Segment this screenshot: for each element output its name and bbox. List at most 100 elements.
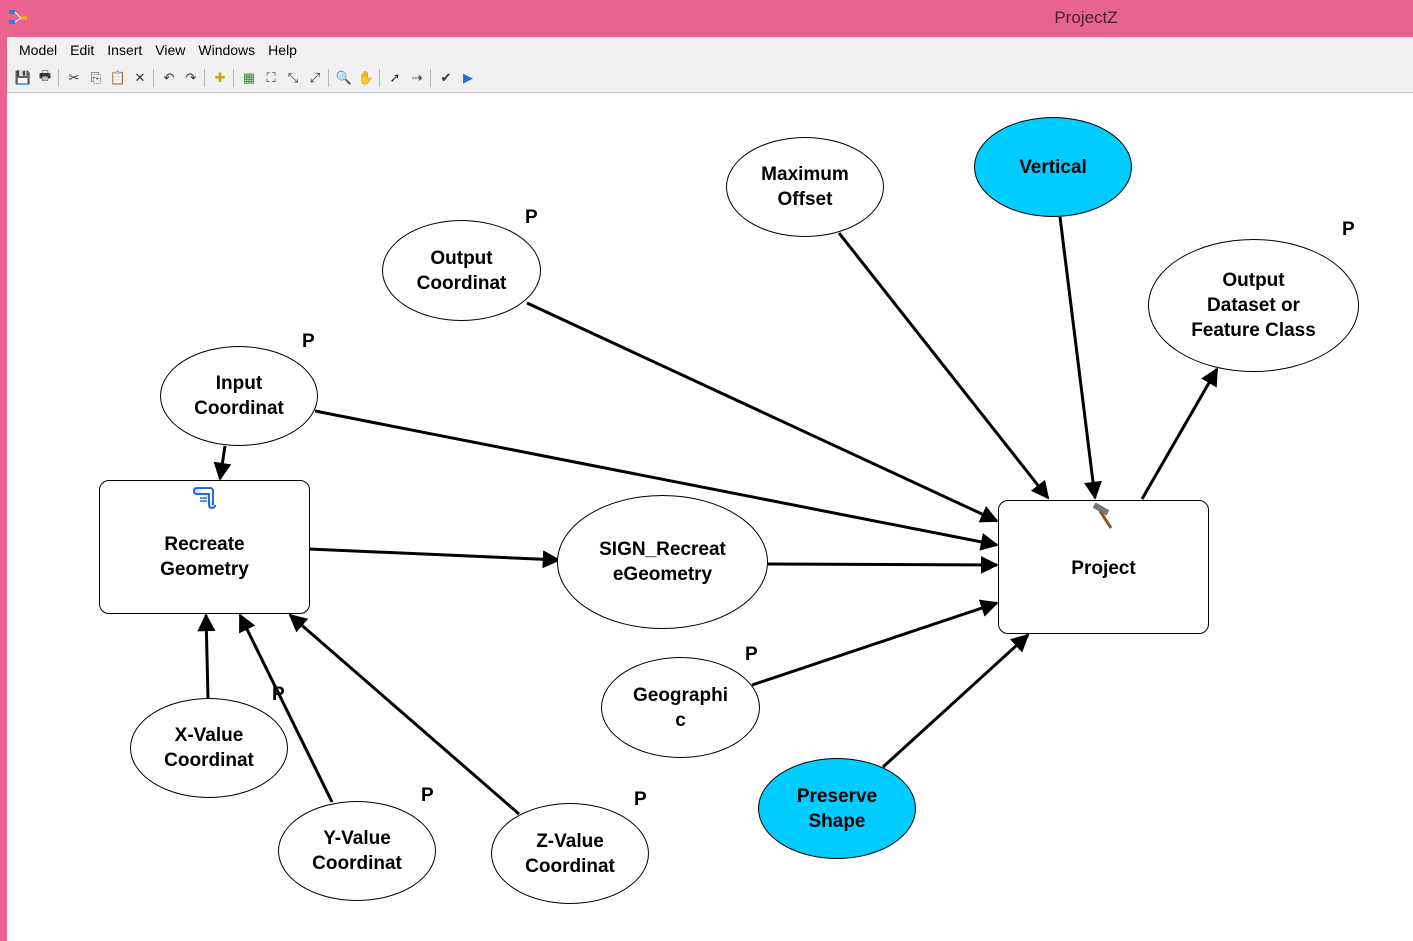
maximum-offset-variable[interactable]: Maximum Offset — [726, 137, 884, 237]
y-value-coordinat-variable[interactable]: Y-Value Coordinat — [278, 801, 436, 901]
print-button[interactable]: 🖶 — [35, 68, 55, 88]
run-icon: ▶ — [463, 70, 473, 85]
connector-x-to-recreate — [197, 613, 216, 699]
undo-button[interactable]: ↶ — [159, 68, 179, 88]
validate-button[interactable]: ✔ — [436, 68, 456, 88]
save-button[interactable]: 💾 — [13, 68, 33, 88]
auto-layout-icon: ▦ — [242, 70, 256, 85]
validate-icon: ✔ — [440, 70, 452, 85]
connector-z-to-recreate — [288, 613, 520, 816]
z-value-label: Z-Value Coordinat — [525, 830, 615, 877]
toolbar-separator — [233, 69, 234, 87]
full-extent-icon: ⛶ — [266, 70, 276, 85]
toolbar-separator — [379, 69, 380, 87]
menu-edit[interactable]: Edit — [70, 42, 95, 58]
x-value-label: X-Value Coordinat — [164, 725, 254, 771]
output-coordinat-variable[interactable]: Output Coordinat — [382, 220, 541, 321]
pan-icon: ✋ — [357, 70, 375, 85]
connector-y-to-recreate — [238, 613, 334, 803]
paste-button[interactable]: 📋 — [108, 68, 128, 88]
connector-input-to-recreate — [213, 445, 232, 481]
geographic-label: Geographi c — [632, 684, 728, 731]
output-coordinat-label: Output Coordinat — [416, 247, 507, 294]
connector-layer — [197, 216, 1219, 816]
toolbar-separator — [58, 69, 59, 87]
project-tool[interactable]: Project — [998, 500, 1209, 634]
parameter-marker: P — [302, 331, 315, 352]
connector-output-coord-to-project — [526, 301, 999, 523]
menu-help[interactable]: Help — [268, 42, 297, 58]
geographic-variable[interactable]: Geographi c — [601, 657, 760, 758]
connector-preserve-to-project — [881, 633, 1030, 769]
preserve-shape-variable[interactable]: Preserve Shape — [758, 758, 916, 859]
parameter-marker: P — [272, 684, 285, 705]
select-button[interactable]: ➚ — [385, 68, 405, 88]
parameter-marker: P — [1342, 219, 1355, 240]
model-canvas[interactable]: Recreate Geometry Project Input Coordina… — [7, 93, 1413, 941]
title-bar: ProjectZ — [0, 0, 1413, 37]
run-button[interactable]: ▶ — [458, 68, 478, 88]
recreate-geometry-label: Recreate Geometry — [160, 534, 249, 580]
modelbuilder-app-icon — [9, 10, 27, 24]
cut-icon: ✂ — [68, 70, 80, 85]
menu-view[interactable]: View — [155, 42, 186, 58]
zoom-icon: 🔍 — [335, 70, 353, 85]
connector-recreate-to-sign — [308, 547, 561, 569]
redo-icon: ↷ — [185, 70, 197, 85]
hammer-tool-icon — [1092, 503, 1113, 529]
toolbar-separator — [204, 69, 205, 87]
toolbar-separator — [153, 69, 154, 87]
toolbar-separator — [328, 69, 329, 87]
input-coordinat-label: Input Coordinat — [194, 373, 284, 419]
menu-model[interactable]: Model — [19, 42, 58, 58]
x-value-coordinat-variable[interactable]: X-Value Coordinat — [130, 698, 288, 798]
vertical-label: Vertical — [1019, 156, 1087, 178]
sign-recreate-label: SIGN_Recreat eGeometry — [599, 539, 726, 585]
z-value-coordinat-variable[interactable]: Z-Value Coordinat — [491, 803, 649, 904]
full-extent-button[interactable]: ⛶ — [261, 68, 281, 88]
modelbuilder-window: Model Edit Insert View Windows Help 💾 🖶 ✂ ⎘ 📋 ✕ ↶ ↷ ✚… — [7, 37, 1413, 941]
delete-button[interactable]: ✕ — [130, 68, 150, 88]
add-data-icon: ✚ — [214, 70, 226, 85]
maximum-offset-label: Maximum Offset — [761, 164, 849, 210]
connector-project-to-output-dataset — [1140, 367, 1219, 500]
select-icon: ➚ — [389, 70, 401, 85]
connector-input-to-project — [314, 409, 999, 551]
y-value-label: Y-Value Coordinat — [312, 828, 402, 874]
undo-icon: ↶ — [163, 70, 175, 85]
menu-windows[interactable]: Windows — [198, 42, 256, 58]
connect-icon: ⇢ — [411, 70, 423, 85]
print-icon: 🖶 — [38, 68, 52, 83]
paste-icon: 📋 — [109, 70, 127, 85]
add-data-button[interactable]: ✚ — [210, 68, 230, 88]
preserve-shape-label: Preserve Shape — [796, 785, 878, 832]
input-coordinat-variable[interactable]: Input Coordinat — [160, 346, 318, 446]
auto-layout-button[interactable]: ▦ — [239, 68, 259, 88]
connector-geographic-to-project — [751, 599, 999, 687]
connector-sign-to-project — [767, 555, 999, 574]
fixed-zoom-out-button[interactable]: ⤢ — [305, 68, 325, 88]
menu-insert[interactable]: Insert — [107, 42, 143, 58]
zoom-button[interactable]: 🔍 — [334, 68, 354, 88]
parameter-marker: P — [525, 207, 538, 228]
copy-button[interactable]: ⎘ — [86, 68, 106, 88]
sign-recreate-geometry-output[interactable]: SIGN_Recreat eGeometry — [557, 495, 768, 629]
cut-button[interactable]: ✂ — [64, 68, 84, 88]
copy-icon: ⎘ — [90, 70, 102, 85]
output-dataset-variable[interactable]: Output Dataset or Feature Class — [1148, 239, 1359, 372]
parameter-marker: P — [634, 789, 647, 810]
pan-button[interactable]: ✋ — [356, 68, 376, 88]
connector-vertical-to-project — [1058, 216, 1102, 500]
connector-max-offset-to-project — [837, 232, 1050, 500]
fixed-zoom-in-icon: ⤡ — [287, 70, 299, 85]
parameter-marker: P — [421, 785, 434, 806]
fixed-zoom-in-button[interactable]: ⤡ — [283, 68, 303, 88]
redo-button[interactable]: ↷ — [181, 68, 201, 88]
fixed-zoom-out-icon: ⤢ — [309, 70, 321, 85]
parameter-marker: P — [745, 644, 758, 665]
delete-icon: ✕ — [134, 70, 146, 85]
recreate-geometry-tool[interactable]: Recreate Geometry — [99, 480, 310, 614]
vertical-variable[interactable]: Vertical — [974, 117, 1132, 217]
connect-button[interactable]: ⇢ — [407, 68, 427, 88]
save-icon: 💾 — [14, 70, 32, 85]
